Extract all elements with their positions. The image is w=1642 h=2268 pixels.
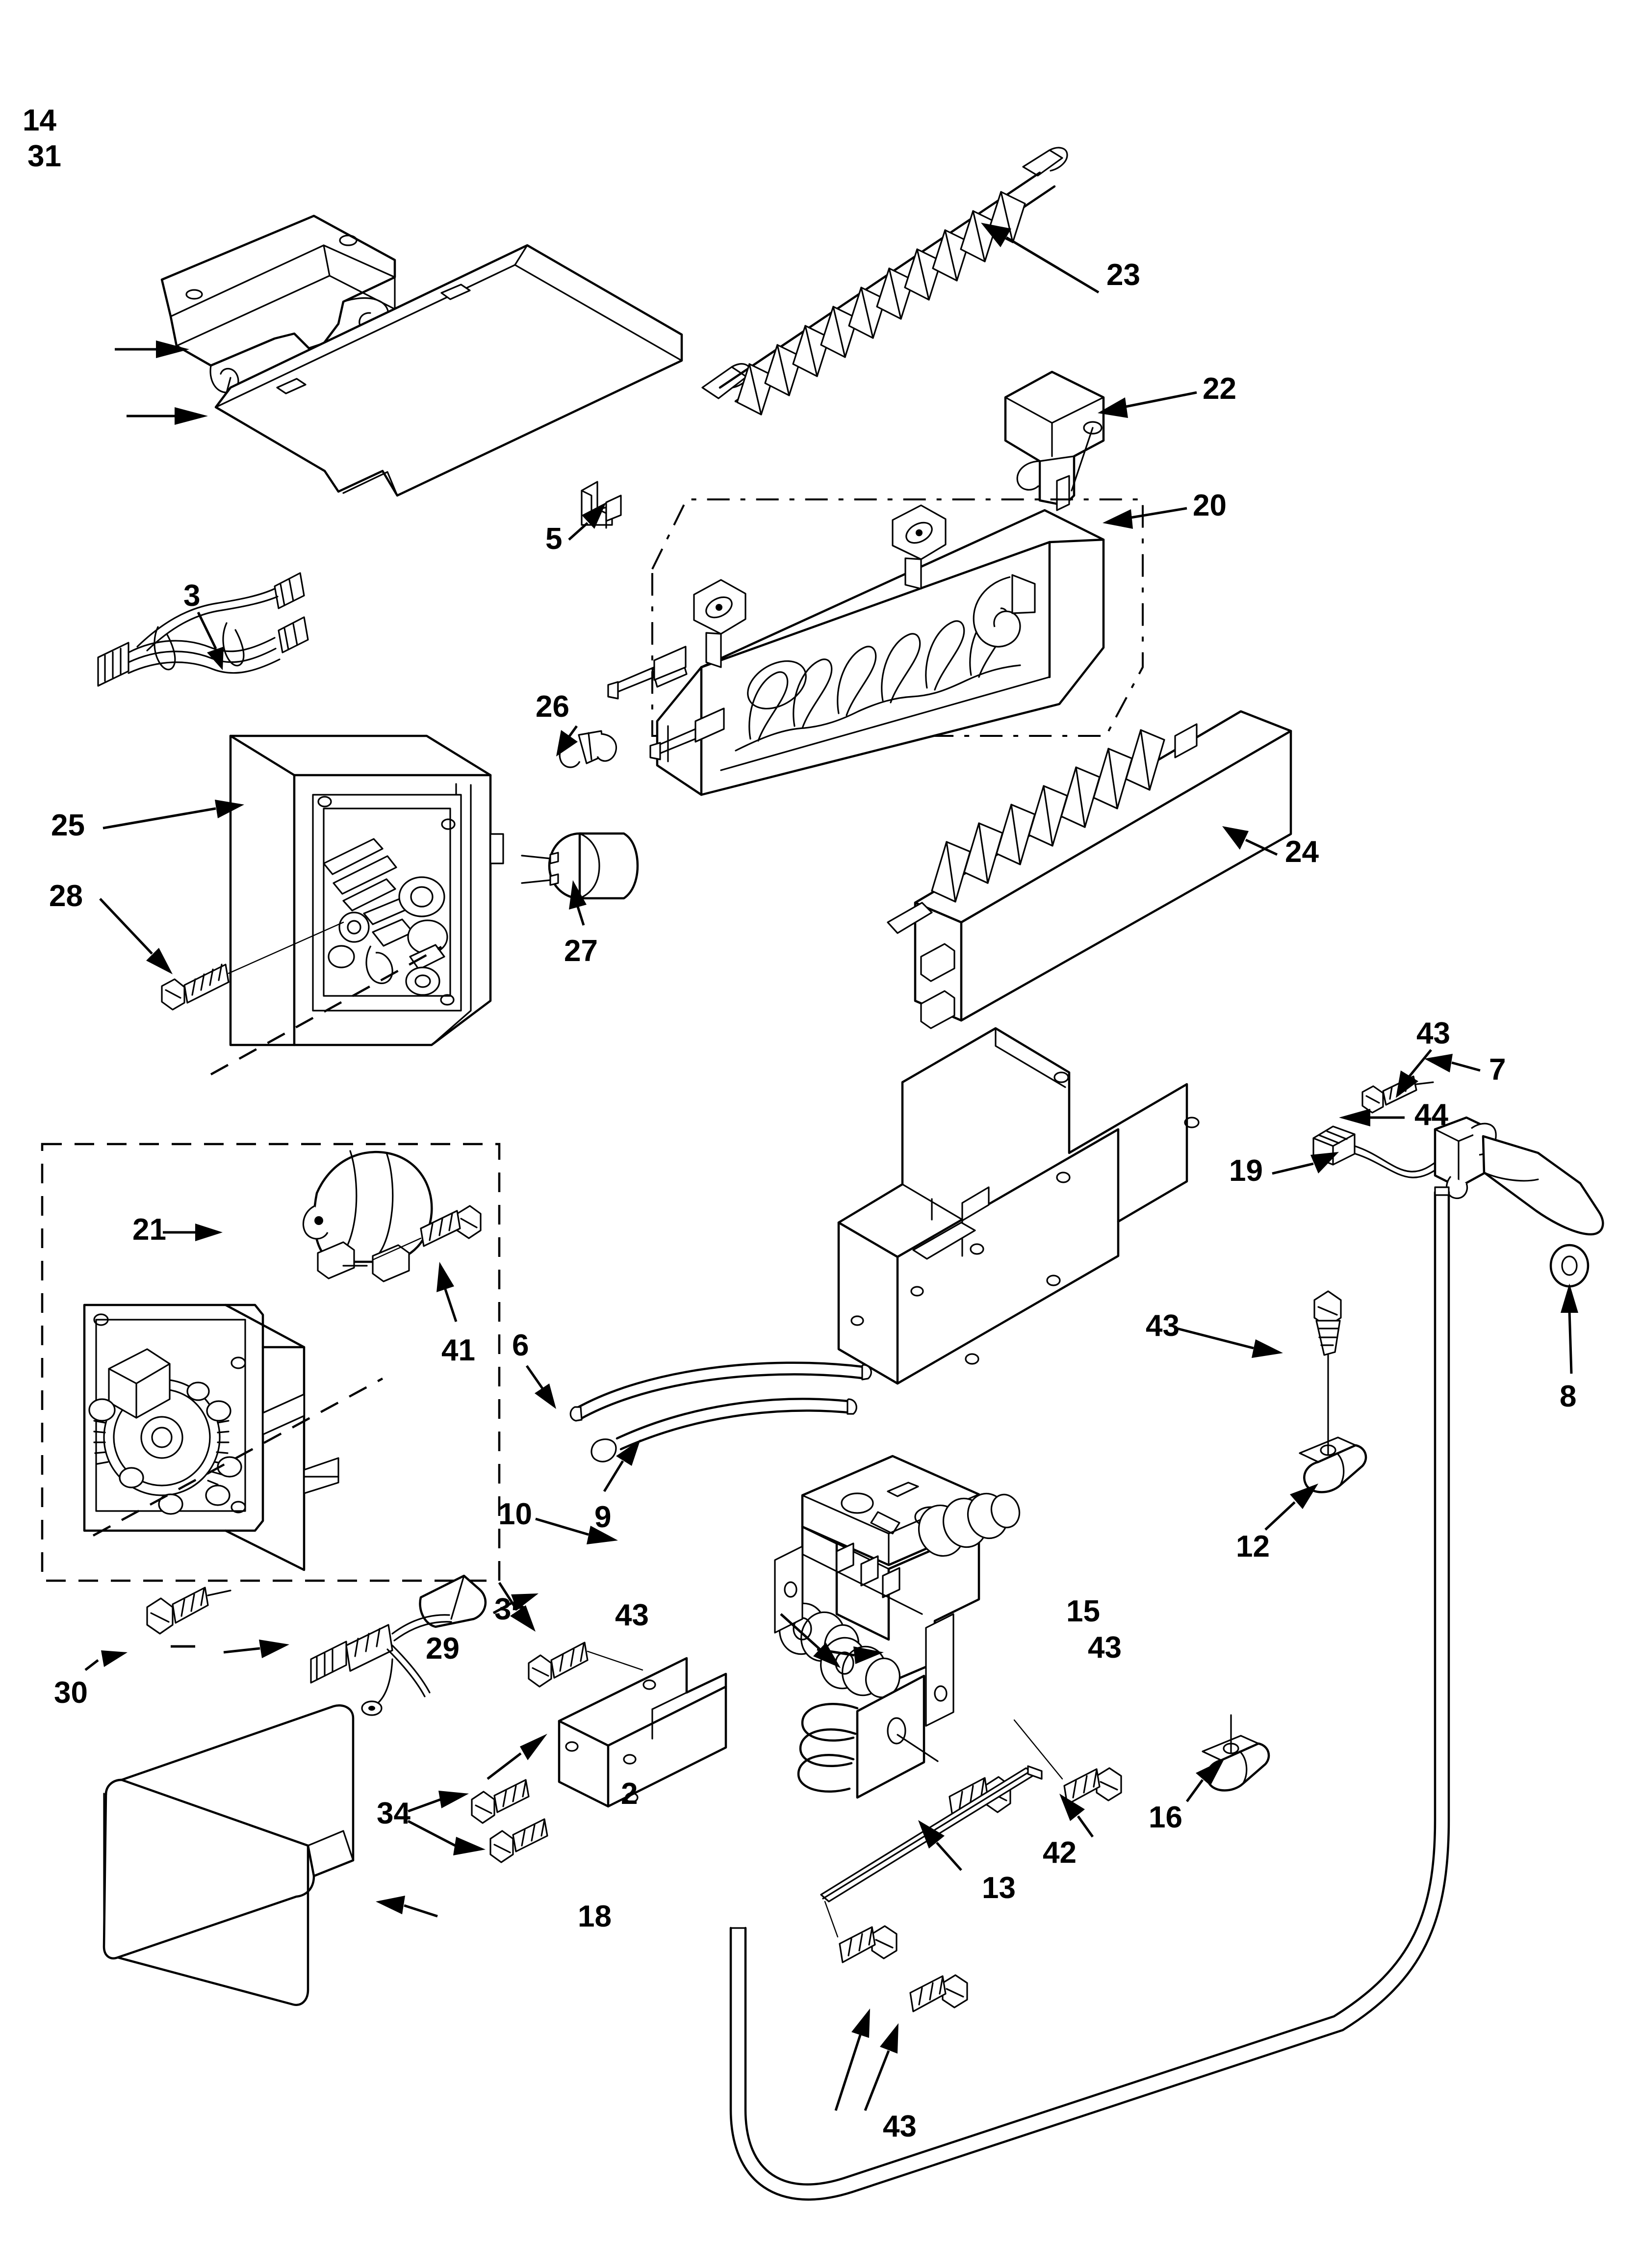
part-icemaker-housing <box>161 734 504 1075</box>
callout-43-rail: 43 <box>883 2110 917 2143</box>
part-tube-coil-bracket <box>797 1674 939 1799</box>
callout-31: 31 <box>27 139 61 173</box>
callout-44: 44 <box>1414 1098 1448 1132</box>
part-grommet <box>1549 1244 1590 1288</box>
part-ice-mold-tray <box>607 504 1105 796</box>
part-ice-bin <box>103 1704 355 2006</box>
part-ice-stripper <box>887 710 1292 1029</box>
part-wire-harness <box>97 572 309 687</box>
part-ice-level-motor <box>302 1150 433 1282</box>
callout-10: 10 <box>498 1497 532 1531</box>
callout-9: 9 <box>594 1500 612 1534</box>
part-screws-rail <box>824 1901 968 2012</box>
part-icemaker-cover <box>214 244 683 497</box>
part-valve-bracket <box>558 1657 727 1808</box>
callout-6: 6 <box>512 1329 529 1362</box>
part-water-inlet-valve <box>774 1455 1021 1727</box>
callout-41: 41 <box>441 1333 475 1367</box>
callout-25: 25 <box>51 808 85 842</box>
part-screw-rail <box>1013 1719 1122 1805</box>
callout-14: 14 <box>23 104 56 137</box>
callout-43-top: 43 <box>1416 1017 1450 1050</box>
group-ice-mold-tray-dashed <box>651 498 1144 737</box>
callout-5: 5 <box>545 522 563 556</box>
part-screw-clamp-upper <box>1313 1290 1342 1356</box>
callout-2: 2 <box>621 1777 638 1811</box>
callout-30: 30 <box>54 1676 88 1710</box>
group-module-assembly-dashed <box>41 1143 501 1582</box>
callout-leaders <box>84 223 1578 2111</box>
callout-24: 24 <box>1285 835 1319 869</box>
part-tube-lower <box>590 1398 857 1462</box>
callout-43-coil: 43 <box>1088 1631 1122 1665</box>
callout-7: 7 <box>1489 1053 1506 1087</box>
part-icemaker-module <box>83 1303 384 1571</box>
part-tube-upper <box>569 1361 872 1422</box>
callout-3: 3 <box>183 579 201 613</box>
callout-43-clamp: 43 <box>1146 1309 1180 1343</box>
callout-16: 16 <box>1149 1800 1182 1834</box>
part-screw-housing <box>161 964 230 1011</box>
part-icemaker-support-bracket <box>837 1027 1200 1385</box>
callout-26: 26 <box>536 690 569 724</box>
callout-13: 13 <box>982 1871 1016 1905</box>
part-tube-clamp-upper <box>1299 1350 1367 1493</box>
part-ice-mold-motor <box>521 832 639 900</box>
part-wiring-harness-lower <box>310 1574 487 1716</box>
callout-22: 22 <box>1203 372 1236 406</box>
part-water-fill-cup <box>1004 370 1105 511</box>
callout-35: 35 <box>494 1592 528 1626</box>
callout-34: 34 <box>377 1797 410 1830</box>
part-fill-tube-heater <box>1312 1075 1604 1288</box>
callout-20: 20 <box>1193 489 1227 522</box>
part-screw-motor <box>372 1205 482 1261</box>
callout-29: 29 <box>426 1632 460 1666</box>
callout-23: 23 <box>1106 258 1140 292</box>
callout-21: 21 <box>132 1213 166 1247</box>
callout-8: 8 <box>1560 1380 1577 1413</box>
part-bearing-clip <box>559 730 617 768</box>
part-screws-bin <box>471 1779 548 1863</box>
part-screw-valve-bracket <box>528 1642 643 1688</box>
callout-42: 42 <box>1043 1836 1077 1870</box>
callout-18: 18 <box>578 1900 612 1933</box>
callout-28: 28 <box>49 879 83 913</box>
part-water-tube <box>729 1186 1450 2201</box>
part-ice-stripper-auger <box>701 147 1068 416</box>
callout-27: 27 <box>564 934 598 968</box>
part-screw-module <box>146 1587 231 1635</box>
callout-15: 15 <box>1066 1594 1100 1628</box>
callout-12: 12 <box>1236 1530 1270 1564</box>
callout-43-valve: 43 <box>615 1598 649 1632</box>
callout-19: 19 <box>1229 1154 1263 1188</box>
